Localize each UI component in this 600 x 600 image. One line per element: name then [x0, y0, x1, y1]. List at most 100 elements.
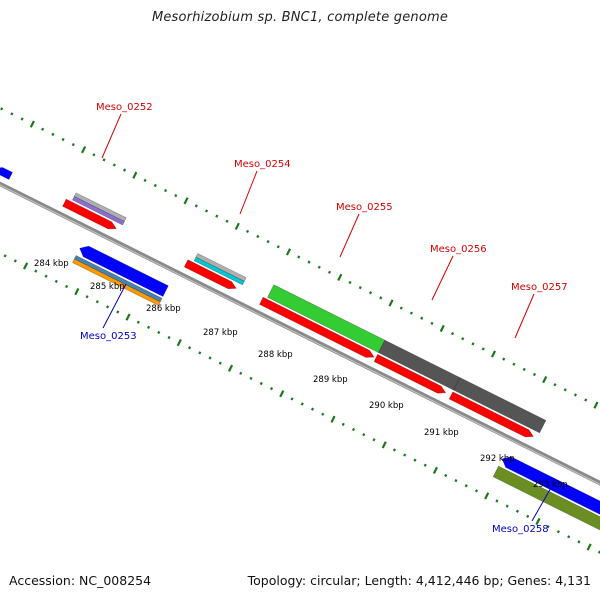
outer-tick-minor: [215, 214, 219, 218]
inner-tick-minor: [290, 397, 294, 401]
inner-tick-minor: [167, 335, 171, 340]
outer-tick-major: [542, 375, 548, 384]
meso-0256-label: Meso_0256: [430, 244, 487, 255]
inner-tick-minor: [54, 279, 58, 283]
inner-tick-major: [125, 313, 131, 321]
meso-0257-label: Meso_0257: [511, 282, 568, 293]
outer-tick-major: [29, 120, 35, 128]
outer-tick-minor: [256, 234, 260, 239]
inner-tick-minor: [198, 351, 202, 355]
outer-tick-minor: [317, 265, 321, 269]
outer-tick-major: [234, 222, 240, 230]
genome-backbone: [0, 181, 600, 486]
meso-0254-label: Meso_0254: [234, 159, 291, 170]
inner-tick-minor: [136, 320, 140, 324]
outer-tick-minor: [112, 163, 116, 167]
outer-tick-minor: [61, 137, 65, 142]
meso-0253-label: Meso_0253: [80, 331, 137, 342]
outer-tick-major: [388, 299, 394, 307]
inner-tick-minor: [3, 254, 7, 258]
inner-tick-minor: [362, 433, 366, 437]
inner-tick-minor: [351, 427, 356, 432]
genome-summary-text: Topology: circular; Length: 4,412,446 bp…: [247, 573, 591, 588]
cds-meso-0255: [259, 296, 375, 358]
scale-label-287kbp: 287 kbp: [203, 328, 238, 338]
meso-0255-label: Meso_0255: [336, 202, 393, 213]
outer-tick-minor: [143, 178, 147, 182]
outer-tick-minor: [584, 398, 588, 402]
feature-tracks: [0, 167, 600, 531]
inner-tick-minor: [239, 371, 243, 375]
inner-tick-minor: [116, 310, 120, 314]
inner-tick-minor: [464, 484, 468, 488]
feature-meso-0254-gray: [195, 253, 247, 282]
inner-tick-major: [227, 364, 234, 372]
outer-tick-minor: [399, 306, 403, 310]
outer-tick-minor: [225, 219, 229, 223]
inner-tick-minor: [474, 489, 478, 493]
inner-tick-minor: [249, 376, 253, 381]
meso-0256-leader: [431, 255, 454, 301]
inner-tick-minor: [526, 514, 530, 518]
inner-tick-minor: [423, 463, 427, 467]
inner-tick-minor: [321, 412, 325, 416]
inner-tick-minor: [218, 361, 222, 365]
outer-tick-minor: [450, 332, 455, 336]
meso-0257-leader: [514, 293, 535, 339]
outer-tick-minor: [194, 204, 198, 208]
inner-tick-minor: [65, 284, 69, 289]
feature-meso-0252-gray: [73, 192, 127, 222]
outer-tick-minor: [297, 255, 301, 259]
outer-tick-major: [337, 273, 343, 282]
inner-tick-major: [535, 517, 541, 526]
cds-left-edge: [0, 167, 13, 180]
outer-tick-minor: [276, 245, 280, 249]
cds-meso-0253: [79, 245, 169, 297]
inner-tick-major: [381, 441, 387, 449]
outer-tick-minor: [409, 311, 414, 315]
inner-tick-minor: [454, 478, 458, 483]
gene-meso-0255: [267, 284, 386, 354]
inner-tick-minor: [556, 530, 560, 534]
outer-tick-minor: [502, 357, 506, 361]
outer-tick-minor: [41, 127, 45, 131]
scale-label-291kbp: 291 kbp: [424, 428, 459, 438]
meso-0258-label: Meso_0258: [492, 524, 549, 535]
meso-0252-leader: [101, 113, 122, 159]
inner-tick-major: [74, 287, 80, 296]
outer-tick-minor: [573, 393, 577, 397]
backbone-line: [0, 181, 600, 486]
inner-tick-minor: [310, 407, 315, 411]
outer-tick-minor: [153, 183, 157, 188]
gene-labels: Meso_0252Meso_0253Meso_0254Meso_0255Meso…: [80, 102, 568, 535]
outer-tick-minor: [307, 260, 311, 264]
outer-tick-minor: [71, 142, 75, 147]
inner-tick-major: [432, 466, 439, 475]
outer-tick-minor: [174, 194, 178, 198]
scale-label-284kbp: 284 kbp: [34, 259, 69, 269]
inner-tick-minor: [85, 295, 89, 299]
cds-meso-0252: [62, 198, 117, 230]
outer-tick-minor: [420, 316, 424, 320]
inner-tick-minor: [259, 381, 263, 386]
cds-meso-0254: [183, 259, 237, 290]
inner-tick-minor: [106, 305, 110, 309]
inner-tick-minor: [44, 274, 48, 278]
outer-tick-minor: [512, 362, 516, 366]
scale-label-286kbp: 286 kbp: [146, 304, 181, 314]
inner-tick-minor: [392, 448, 397, 452]
inner-tick-minor: [515, 509, 519, 513]
map-title: Mesorhizobium sp. BNC1, complete genome: [151, 10, 449, 25]
outer-tick-minor: [327, 270, 332, 274]
outer-tick-minor: [368, 291, 373, 295]
outer-tick-minor: [246, 229, 250, 234]
inner-tick-minor: [187, 346, 192, 350]
inner-tick-minor: [147, 325, 151, 329]
outer-tick-minor: [522, 367, 526, 371]
inner-tick-major: [586, 543, 592, 551]
outer-tick-minor: [164, 188, 168, 193]
inner-tick-major: [330, 415, 336, 423]
outer-tick-minor: [563, 388, 567, 392]
scale-label-285kbp: 285 kbp: [90, 282, 125, 292]
